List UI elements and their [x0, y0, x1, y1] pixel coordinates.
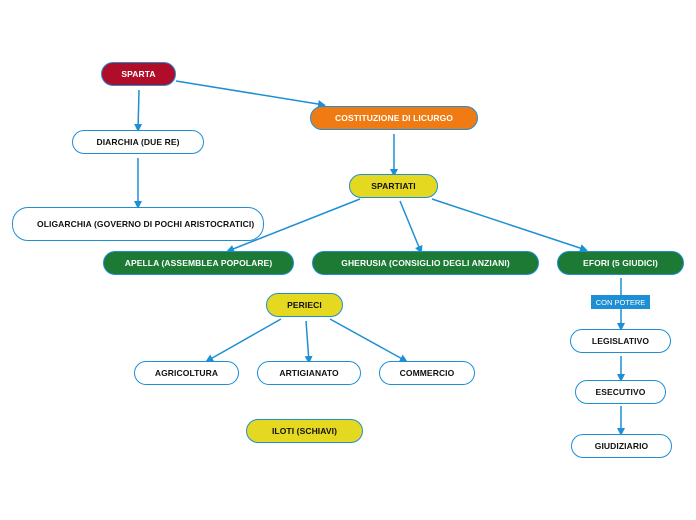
link-perieci-artigianato — [304, 320, 313, 364]
node-diarchia[interactable]: DIARCHIA (DUE RE) — [72, 130, 204, 154]
node-legislativo[interactable]: LEGISLATIVO — [570, 329, 671, 353]
node-giudiziario[interactable]: GIUDIZIARIO — [571, 434, 672, 458]
link-sparta-diarchia — [134, 89, 143, 132]
node-oligarchia[interactable]: OLIGARCHIA (GOVERNO DI POCHI ARISTOCRATI… — [12, 207, 264, 241]
link-spartiati-gherusia — [399, 200, 423, 254]
node-spartiati[interactable]: SPARTIATI — [349, 174, 438, 198]
node-gherusia[interactable]: GHERUSIA (CONSIGLIO DEGLI ANZIANI) — [312, 251, 539, 275]
link-spartiati-efori — [431, 198, 588, 252]
link-label-con-potere: CON POTERE — [591, 295, 650, 309]
node-artigianato[interactable]: ARTIGIANATO — [257, 361, 361, 385]
node-apella[interactable]: APELLA (ASSEMBLEA POPOLARE) — [103, 251, 294, 275]
link-spartiati-apella — [226, 198, 361, 253]
link-sparta-costituzione — [175, 80, 326, 108]
node-costituzione-di-licurgo[interactable]: COSTITUZIONE DI LICURGO — [310, 106, 478, 130]
node-efori[interactable]: EFORI (5 GIUDICI) — [557, 251, 684, 275]
node-perieci[interactable]: PERIECI — [266, 293, 343, 317]
node-agricoltura[interactable]: AGRICOLTURA — [134, 361, 239, 385]
node-esecutivo[interactable]: ESECUTIVO — [575, 380, 666, 404]
link-perieci-agricoltura — [205, 318, 282, 362]
node-iloti[interactable]: ILOTI (SCHIAVI) — [246, 419, 363, 443]
node-sparta[interactable]: SPARTA — [101, 62, 176, 86]
link-perieci-commercio — [329, 318, 408, 362]
node-commercio[interactable]: COMMERCIO — [379, 361, 475, 385]
